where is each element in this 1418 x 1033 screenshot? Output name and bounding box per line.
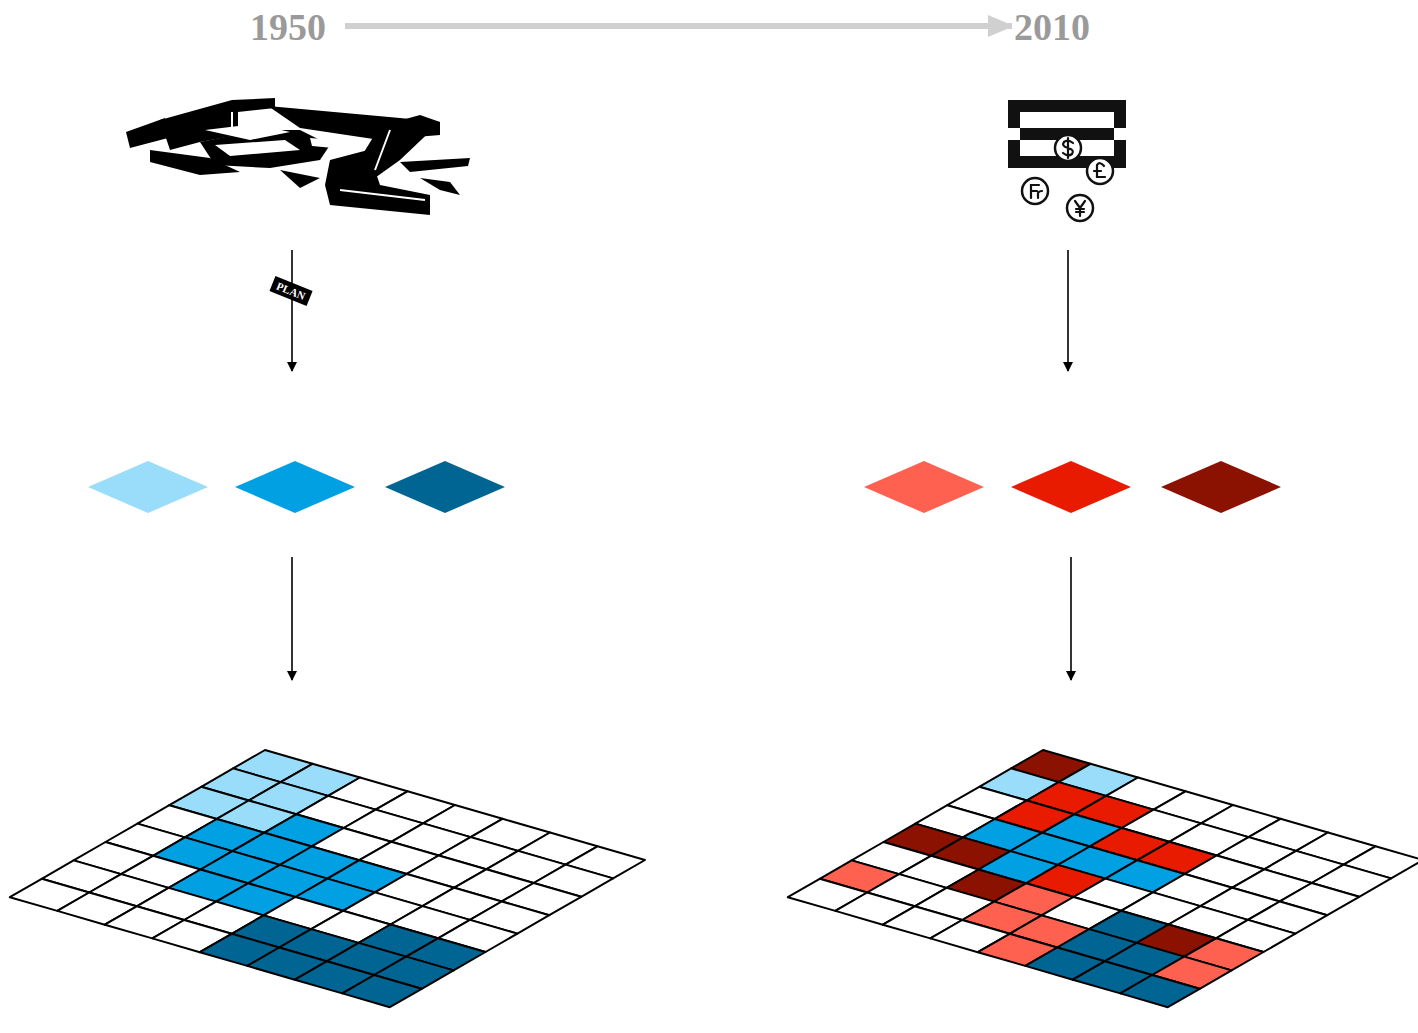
- year-label: 2010: [1012, 8, 1092, 46]
- timeline-arrow: [345, 23, 1012, 29]
- flow-arrow: [291, 250, 293, 371]
- building-icon: [126, 98, 470, 215]
- flow-arrow: [1067, 250, 1069, 371]
- grid-cell: [1120, 975, 1199, 1007]
- money-icon: [1008, 100, 1126, 221]
- year-label: 1950: [248, 8, 328, 46]
- use-swatches: [88, 461, 1281, 513]
- grid-cell: [342, 975, 421, 1007]
- flow-arrow: [1070, 557, 1072, 680]
- land-use-grid: [10, 750, 1418, 1007]
- flow-arrow: [291, 557, 293, 680]
